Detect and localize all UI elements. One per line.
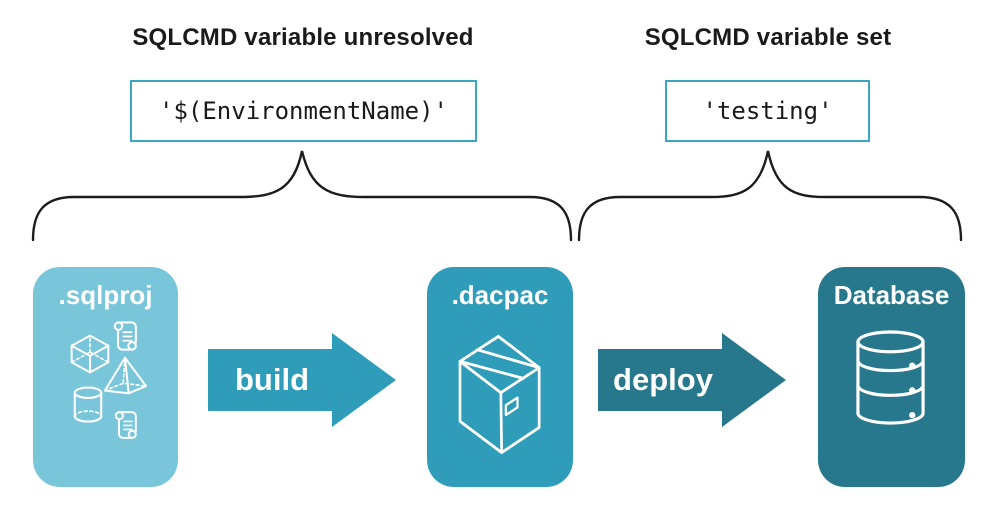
database-node: Database	[818, 267, 965, 487]
sqlproj-node: .sqlproj	[33, 267, 178, 487]
heading-unresolved: SQLCMD variable unresolved	[132, 24, 474, 51]
sqlproj-node-title: .sqlproj	[58, 280, 153, 310]
code-text-testing-value: 'testing'	[702, 97, 833, 125]
code-box-environment-variable: '$(EnvironmentName)'	[130, 80, 477, 142]
database-node-title: Database	[833, 280, 950, 310]
code-box-testing-value: 'testing'	[665, 80, 870, 142]
pyramid-icon	[101, 355, 149, 397]
build-arrow-label: build	[234, 362, 310, 397]
left-curly-brace	[31, 150, 573, 242]
cylinder-icon	[71, 385, 105, 425]
deploy-arrow-label: deploy	[613, 362, 713, 397]
right-curly-brace	[577, 150, 963, 242]
sql-script-icon-2	[112, 409, 141, 441]
dacpac-node-title: .dacpac	[451, 280, 549, 310]
sql-script-icon	[111, 319, 141, 353]
dacpac-node: .dacpac	[427, 267, 573, 487]
package-icon	[450, 323, 550, 457]
heading-resolved: SQLCMD variable set	[644, 24, 892, 51]
database-icon	[854, 330, 929, 427]
code-text-environment-variable: '$(EnvironmentName)'	[159, 97, 448, 125]
cube-icon	[68, 332, 112, 376]
